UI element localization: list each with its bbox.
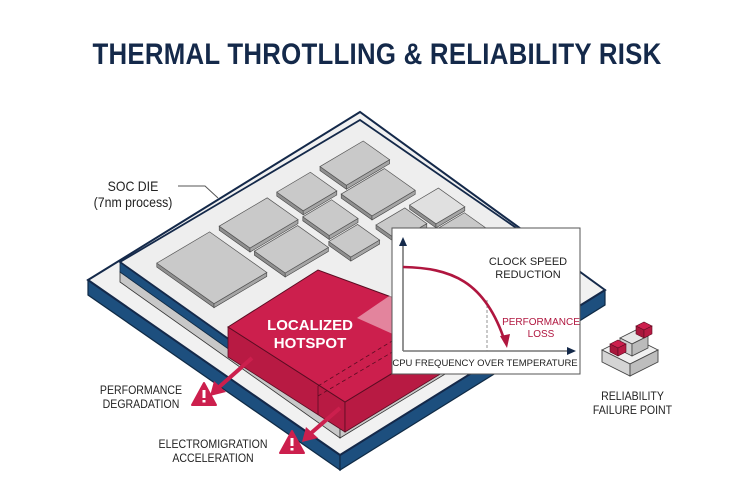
reliability-failure-label: RELIABILITY FAILURE POINT	[586, 389, 678, 417]
warning-triangle-icon	[191, 382, 217, 406]
die-block	[408, 187, 466, 225]
electromigration-line2: ACCELERATION	[172, 451, 254, 465]
graph-x-label: CPU FREQUENCY OVER TEMPERATURE	[392, 358, 577, 369]
graph-curve-arrow	[500, 334, 510, 348]
performance-degradation-line2: DEGRADATION	[102, 397, 180, 411]
graph-annotation-line2: REDUCTION	[495, 269, 560, 281]
reliability-line1: RELIABILITY	[601, 389, 664, 403]
soc-die-leader-line	[178, 185, 219, 199]
graph-y-arrow	[399, 237, 407, 246]
electromigration-line1: ELECTROMIGRATION	[158, 437, 268, 451]
graph-clock-curve	[402, 265, 507, 343]
hotspot-callout-wedge	[357, 292, 395, 335]
inset-graph: CLOCK SPEED REDUCTION PERFORMANCE LOSS C…	[391, 227, 581, 375]
die-block	[276, 171, 338, 212]
performance-degradation-line1: PERFORMANCE	[99, 383, 183, 397]
hotspot-label-line1: LOCALIZED	[267, 317, 353, 334]
arrow-electro-shaft	[308, 406, 342, 436]
die-block	[253, 225, 330, 274]
performance-degradation-label: PERFORMANCE DEGRADATION	[93, 383, 190, 411]
die-block	[156, 231, 268, 305]
electromigration-label: ELECTROMIGRATION ACCELERATION	[156, 437, 270, 465]
page-title: THERMAL THROTLLING & RELIABILITY RISK	[92, 38, 662, 71]
die-block	[340, 168, 416, 217]
hotspot-dashed-line	[317, 311, 441, 387]
failure-cube-icon	[600, 321, 660, 377]
reliability-line2: FAILURE POINT	[592, 403, 673, 417]
hotspot-arrows	[210, 356, 342, 442]
soc-die-label-line2: (7nm process)	[93, 194, 173, 210]
die-block	[328, 224, 381, 258]
die-block	[302, 199, 359, 236]
arrow-performance-shaft	[216, 356, 254, 390]
graph-loss-line2: LOSS	[528, 329, 555, 340]
warning-triangle-icon	[279, 430, 305, 454]
arrow-performance-head	[210, 381, 226, 396]
graph-loss-line1: PERFORMANCE	[502, 317, 580, 328]
soc-die-label: SOC DIE (7nm process)	[85, 178, 182, 210]
graph-annotation-line1: CLOCK SPEED	[489, 256, 567, 268]
die-block	[375, 207, 428, 242]
arrow-electro-head	[302, 427, 318, 442]
die-block	[218, 197, 299, 249]
soc-die-label-line1: SOC DIE	[107, 178, 159, 194]
hotspot-label-line2: HOTSPOT	[274, 335, 347, 352]
graph-x-arrow	[567, 347, 576, 355]
die-block	[319, 140, 391, 186]
